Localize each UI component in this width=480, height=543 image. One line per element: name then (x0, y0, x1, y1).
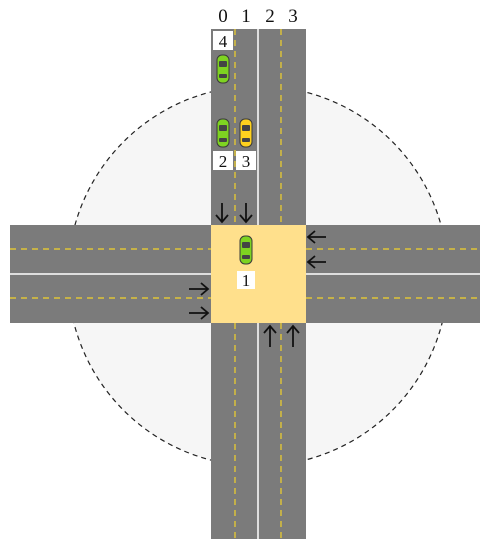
left-arrow-icon (306, 230, 326, 244)
down-arrow-icon (215, 203, 229, 224)
car-label-1: 1 (242, 271, 251, 290)
car-label-box (213, 151, 233, 170)
up-arrow-icon (263, 324, 277, 347)
down-arrow-icon (239, 203, 253, 224)
left-arrow-icon (306, 255, 326, 269)
car-icon (239, 118, 253, 148)
lane-label-1: 1 (241, 6, 251, 27)
car-label-2: 2 (219, 152, 228, 171)
right-arrow-icon (189, 306, 210, 320)
lane-label-3: 3 (288, 6, 298, 27)
car-label-3: 3 (242, 152, 251, 171)
car-label-4: 4 (219, 32, 228, 51)
up-arrow-icon (286, 324, 300, 347)
car-label-box (213, 31, 233, 50)
car-label-box (237, 271, 255, 289)
lane-label-2: 2 (265, 6, 275, 27)
car-icon (216, 54, 230, 84)
intersection-box (211, 225, 306, 323)
car-icon (239, 235, 253, 265)
right-arrow-icon (189, 282, 210, 296)
car-icon (216, 118, 230, 148)
car-label-box (236, 151, 256, 170)
lane-label-0: 0 (218, 6, 228, 27)
